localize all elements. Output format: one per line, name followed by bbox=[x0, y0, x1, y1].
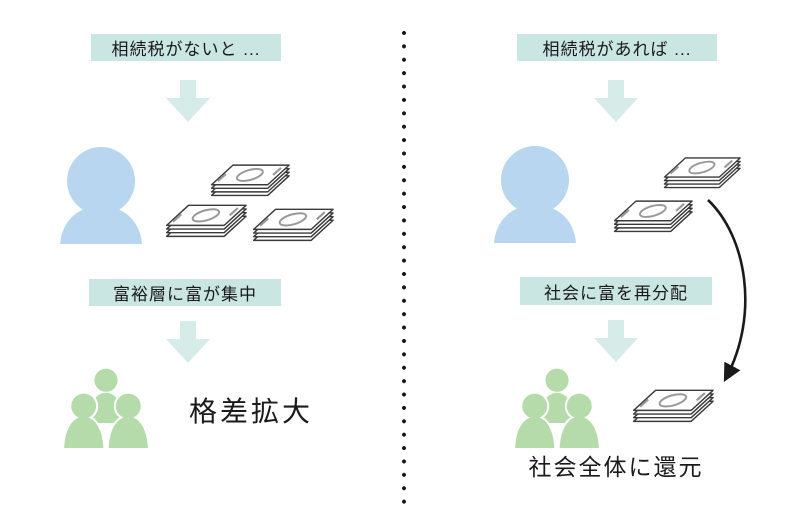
left-result-text: 格差拡大 bbox=[188, 396, 313, 427]
left-middle-label: 富裕層に富が集中 bbox=[89, 279, 281, 306]
right-result-text: 社会全体に還元 bbox=[528, 454, 704, 480]
money-stack-icon bbox=[657, 151, 745, 191]
down-arrow-icon bbox=[594, 80, 638, 122]
money-stack-icon bbox=[607, 194, 697, 235]
dotted-divider bbox=[401, 30, 407, 510]
person-icon bbox=[490, 145, 580, 243]
money-stack-icon bbox=[626, 383, 718, 425]
left-header-label: 相続税がないと ... bbox=[91, 34, 281, 61]
right-middle-label: 社会に富を再分配 bbox=[520, 277, 712, 305]
people-group-icon bbox=[514, 366, 600, 448]
right-header-label: 相続税があれば ... bbox=[517, 34, 717, 61]
down-arrow-icon bbox=[594, 320, 638, 362]
curved-arrow-icon bbox=[688, 192, 766, 402]
